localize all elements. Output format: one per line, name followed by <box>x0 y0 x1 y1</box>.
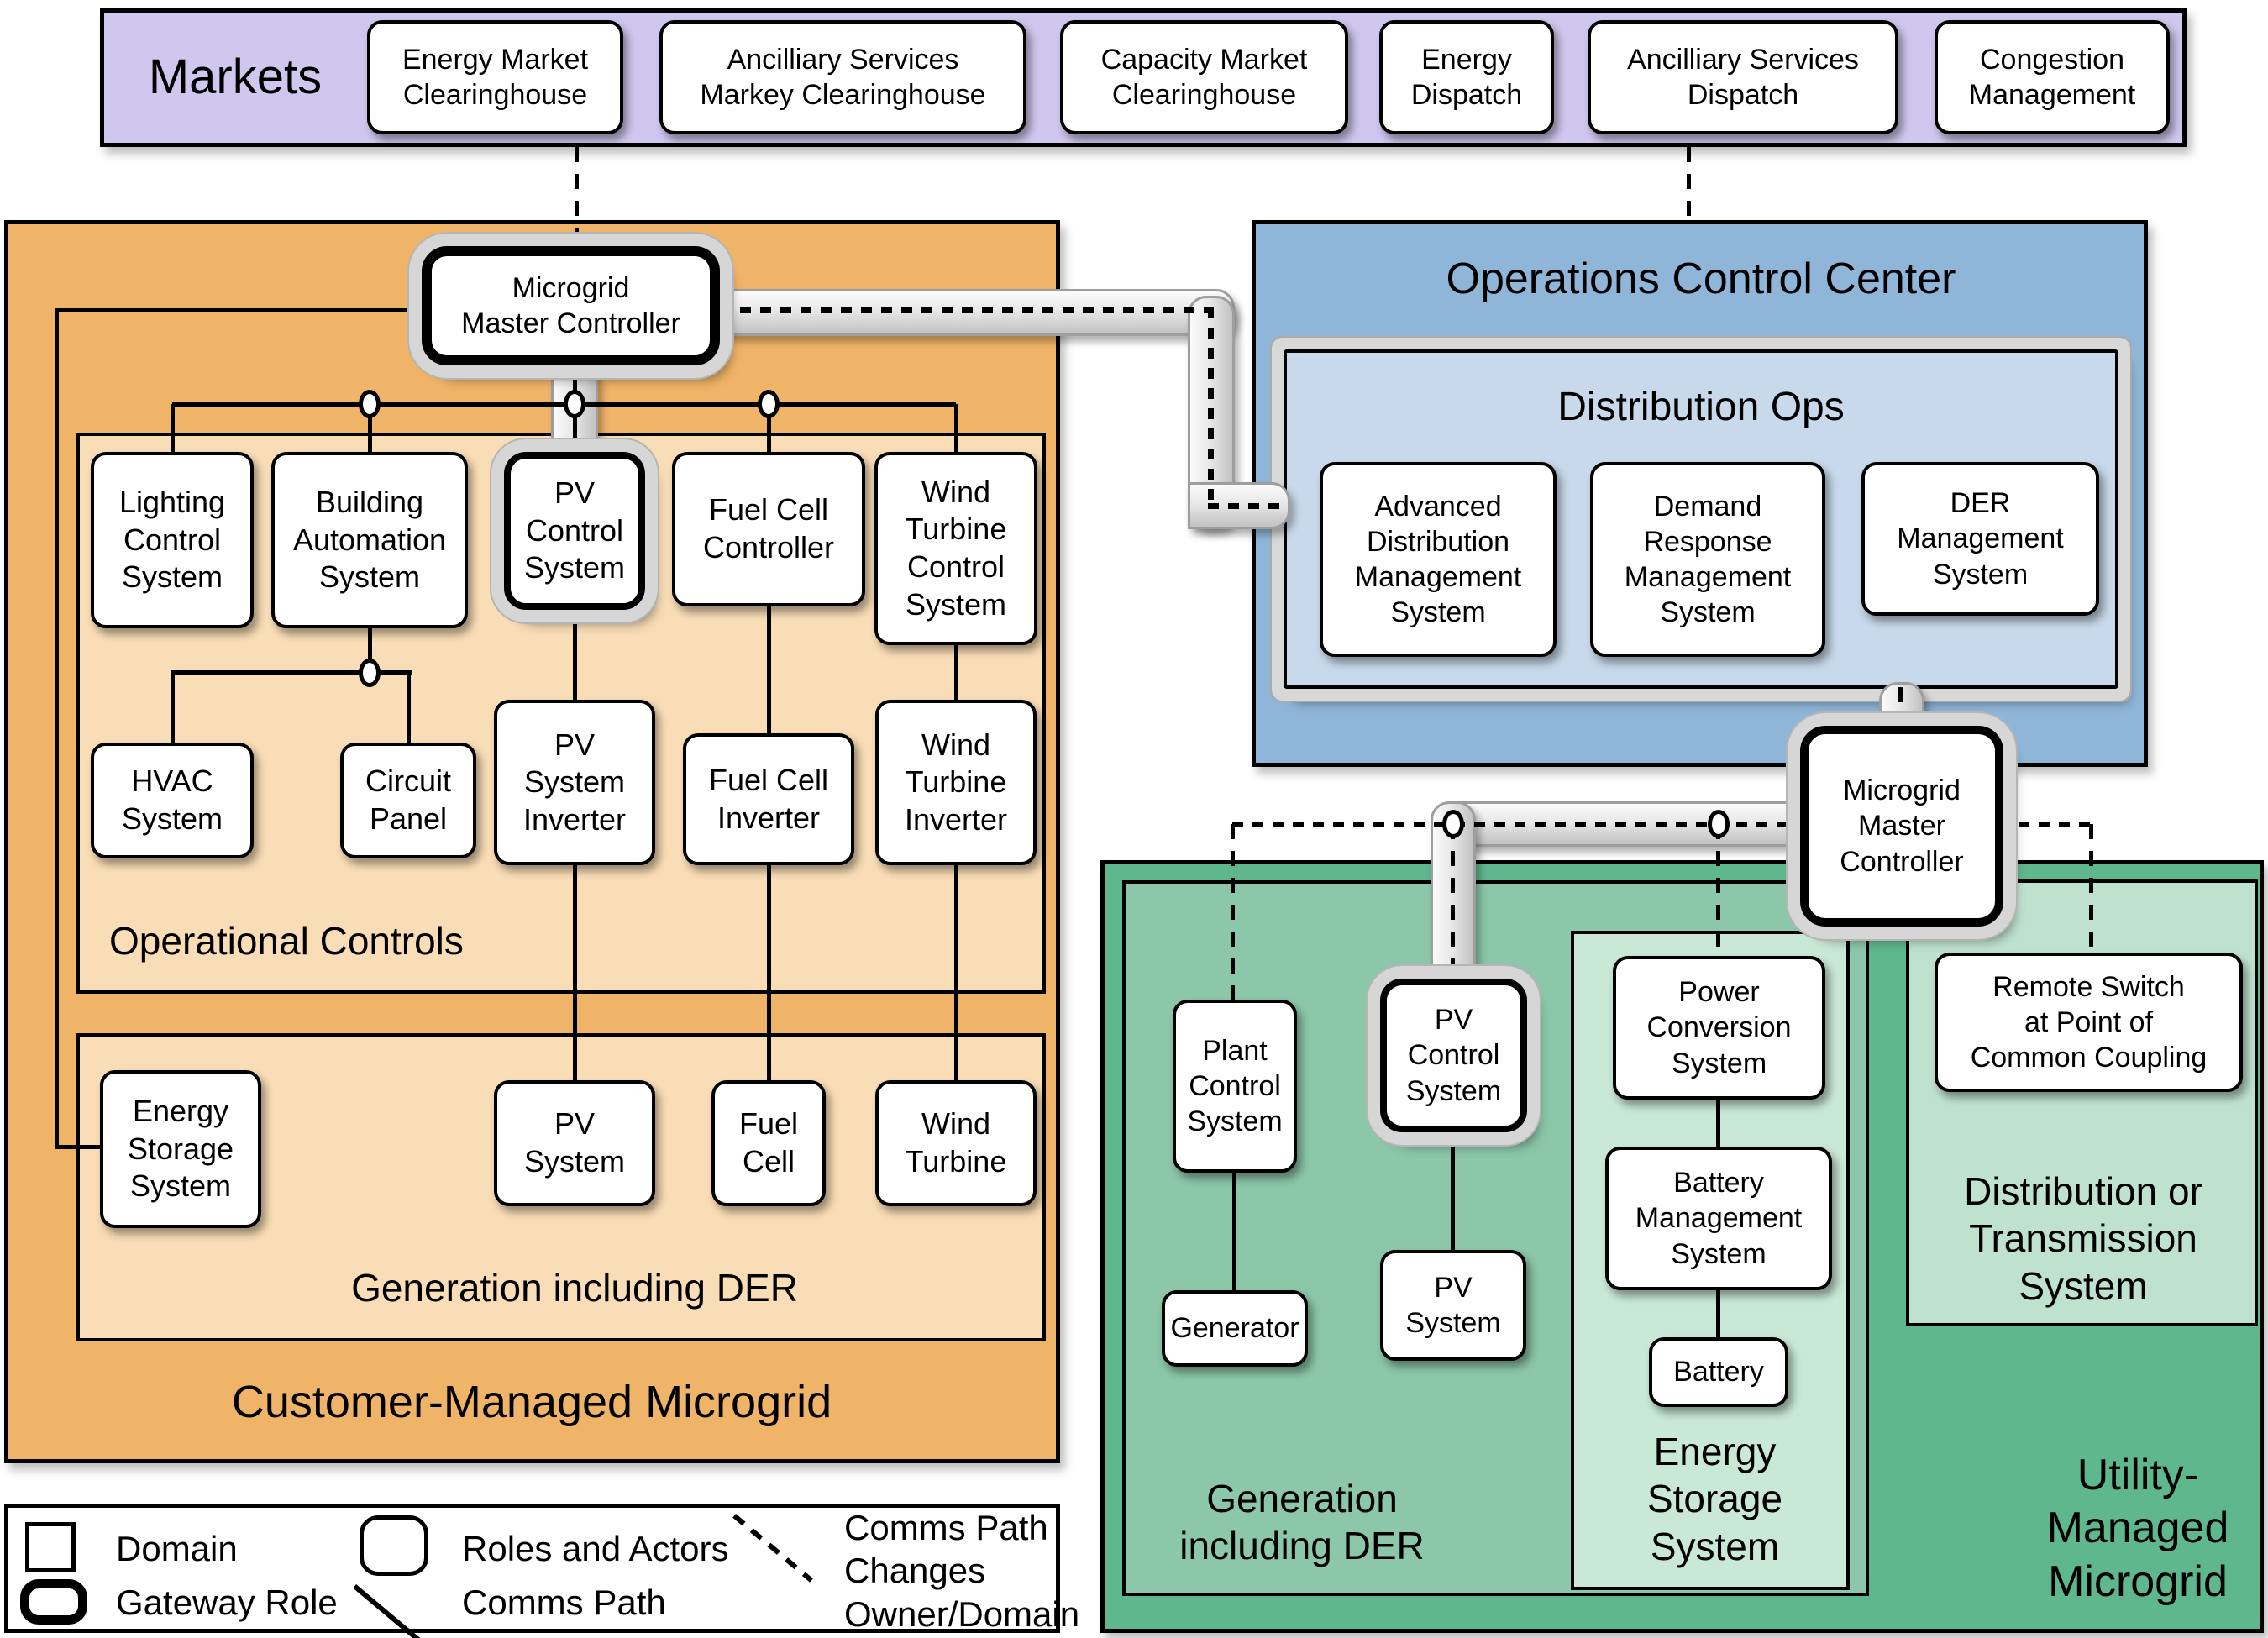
markets-title: Markets <box>148 49 323 104</box>
markets-to-mmc1-dash <box>575 147 579 249</box>
pv-system-utility: PV System <box>1380 1250 1526 1361</box>
bus-node-fcc <box>758 390 780 418</box>
junction-to-hvac <box>171 670 175 743</box>
drop-bas <box>368 404 372 452</box>
demand-response-mgmt-system: Demand Response Management System <box>1590 462 1825 657</box>
drop-wtcs <box>954 404 958 452</box>
mmc1-to-occ-dot-h <box>720 307 1214 313</box>
bus-node-pvcs <box>564 390 585 418</box>
market-capacity-clearinghouse: Capacity Market Clearinghouse <box>1060 20 1348 134</box>
generator: Generator <box>1162 1290 1308 1367</box>
bus-node-powerconv <box>1708 810 1730 838</box>
drop-pvcs2 <box>1451 824 1455 984</box>
market-congestion-management: Congestion Management <box>1935 20 2170 134</box>
bus-node-pvcs2 <box>1442 810 1464 838</box>
legend-domain-icon <box>25 1522 76 1572</box>
wind-turbine-customer: Wind Turbine <box>875 1080 1037 1206</box>
distops-to-mmc2-dash <box>1898 687 1903 729</box>
utility-energy-storage-title: Energy Storage System <box>1646 1430 1783 1568</box>
legend-gateway-label: Gateway Role <box>116 1583 338 1623</box>
legend <box>4 1504 1060 1633</box>
legend-comms-changes-label: Comms Path Changes Owner/Domain <box>844 1508 1080 1634</box>
customer-generation-title: Generation including DER <box>351 1265 798 1310</box>
inverter-to-wind-turbine <box>954 865 958 1080</box>
utility-microgrid-title: Utility- Managed Microgrid <box>2046 1450 2229 1606</box>
battery: Battery <box>1649 1337 1788 1407</box>
market-ancillary-clearinghouse: Ancilliary Services Markey Clearinghouse <box>659 20 1026 134</box>
powerconv-to-bms <box>1716 1100 1720 1147</box>
customer-microgrid-title: Customer-Managed Microgrid <box>231 1377 832 1428</box>
operational-controls-title: Operational Controls <box>109 918 464 963</box>
dist-trans-title: Distribution or Transmission System <box>1964 1169 2202 1308</box>
building-automation-system: Building Automation System <box>271 452 468 628</box>
energy-storage-system-customer: Energy Storage System <box>100 1070 261 1228</box>
occ-title: Operations Control Center <box>1446 254 1956 303</box>
power-conversion-system: Power Conversion System <box>1613 956 1825 1100</box>
dot-into-distops <box>1208 503 1285 509</box>
legend-roles-icon <box>360 1515 428 1576</box>
junction-node-bas <box>359 659 381 687</box>
drop-power-conversion <box>1716 824 1720 956</box>
battery-management-system: Battery Management System <box>1605 1147 1832 1290</box>
bas-junction-h <box>171 670 412 675</box>
inverter-to-fuel-cell <box>767 865 771 1080</box>
utility-comms-bus <box>1232 822 2093 827</box>
bas-junction-v <box>368 628 372 675</box>
distribution-ops-title: Distribution Ops <box>1557 384 1845 429</box>
market-energy-dispatch: Energy Dispatch <box>1379 20 1554 134</box>
pcs-to-generator <box>1232 1173 1236 1290</box>
pvcs-to-inverter <box>573 610 577 700</box>
customer-microgrid-master-controller: Microgrid Master Controller <box>422 246 720 365</box>
mmc1-left-v <box>55 308 59 1149</box>
bms-to-battery <box>1716 1290 1720 1337</box>
market-ancillary-dispatch: Ancilliary Services Dispatch <box>1588 20 1898 134</box>
pv-control-system-utility: PV Control System <box>1380 979 1527 1132</box>
wind-turbine-inverter: Wind Turbine Inverter <box>875 700 1037 865</box>
fcc-to-inverter <box>767 606 771 733</box>
mmc1-left-h <box>55 308 422 312</box>
markets-to-occ-dash <box>1687 147 1691 220</box>
wtcs-to-inverter <box>954 645 958 700</box>
der-management-system: DER Management System <box>1861 462 2099 616</box>
drop-fcc <box>767 404 771 452</box>
legend-roles-label: Roles and Actors <box>462 1529 729 1569</box>
legend-domain-label: Domain <box>116 1529 238 1569</box>
market-energy-clearinghouse: Energy Market Clearinghouse <box>367 20 623 134</box>
adv-distribution-mgmt-system: Advanced Distribution Management System <box>1320 462 1557 657</box>
utility-generation-title: Generation including DER <box>1179 1476 1425 1567</box>
drop-plant-control <box>1231 824 1235 1000</box>
bus-node-bas <box>359 390 381 418</box>
wind-turbine-control-system: Wind Turbine Control System <box>874 452 1037 645</box>
pv-control-system-customer: PV Control System <box>504 452 645 610</box>
fuel-cell-customer: Fuel Cell <box>711 1080 826 1206</box>
drop-remote-switch <box>2089 824 2093 953</box>
pv-system-customer: PV System <box>494 1080 655 1206</box>
remote-switch-pcc: Remote Switch at Point of Common Couplin… <box>1935 953 2243 1092</box>
junction-to-circuit-panel <box>407 670 411 743</box>
inverter-to-pv-system <box>573 865 577 1080</box>
circuit-panel: Circuit Panel <box>340 743 476 858</box>
pv-system-inverter: PV System Inverter <box>494 700 655 865</box>
legend-comms-label: Comms Path <box>462 1583 666 1623</box>
legend-gateway-icon <box>20 1579 87 1625</box>
hvac-system: HVAC System <box>91 743 254 858</box>
fuel-cell-inverter: Fuel Cell Inverter <box>683 733 854 865</box>
lighting-control-system: Lighting Control System <box>91 452 254 628</box>
pvcs2-to-pv-system <box>1451 1132 1455 1250</box>
plant-control-system: Plant Control System <box>1173 1000 1297 1173</box>
drop-lighting <box>171 404 175 452</box>
fuel-cell-controller: Fuel Cell Controller <box>672 452 865 606</box>
mmc1-to-occ-dot-v <box>1208 307 1214 507</box>
left-to-ess <box>55 1145 100 1149</box>
utility-microgrid-master-controller: Microgrid Master Controller <box>1800 726 2003 927</box>
